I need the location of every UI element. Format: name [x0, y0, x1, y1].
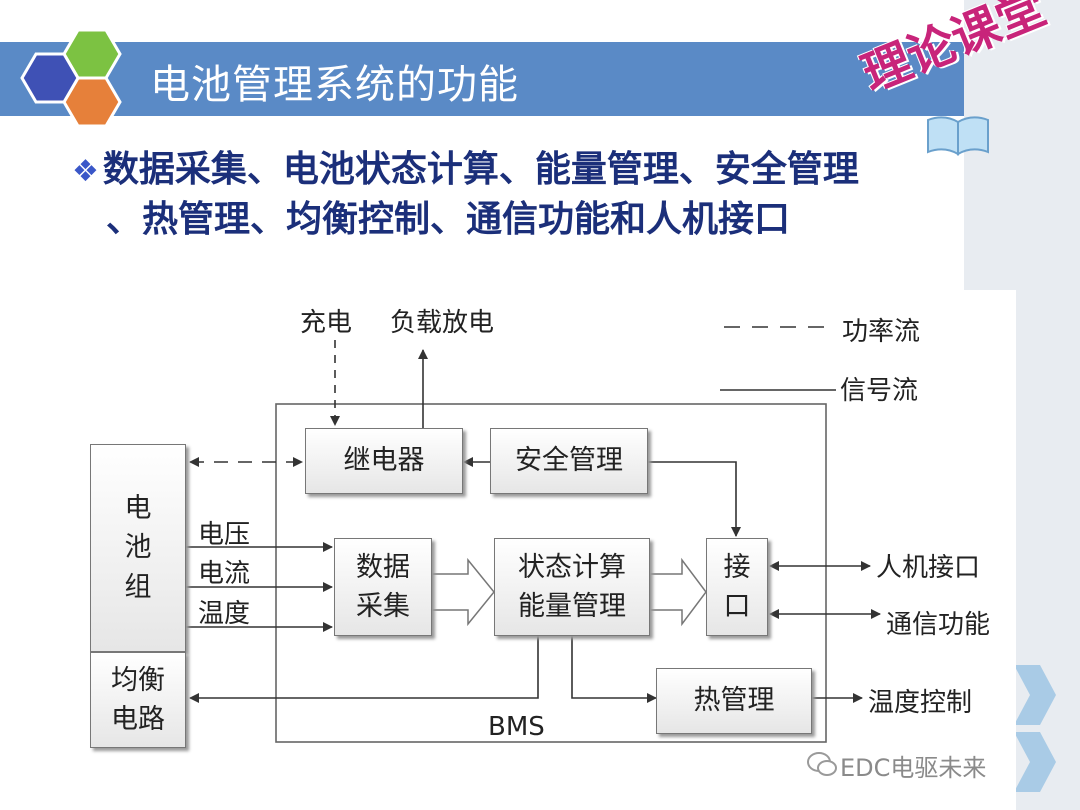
diamond-bullet-icon: ❖ — [72, 154, 99, 189]
load-discharge-label: 负载放电 — [390, 308, 495, 338]
state-calc-block: 状态计算 能量管理 — [494, 538, 650, 636]
temperature-label: 温度 — [198, 599, 251, 629]
temp-control-label: 温度控制 — [868, 688, 973, 718]
relay-block: 继电器 — [305, 428, 463, 494]
book-icon — [927, 116, 989, 156]
thermal-management-block: 热管理 — [656, 668, 812, 734]
watermark-text: EDC电驱未来 — [840, 754, 987, 782]
safety-to-interface-arrow — [648, 461, 741, 537]
hmi-label: 人机接口 — [876, 553, 981, 583]
data-acquisition-block: 数据 采集 — [334, 538, 432, 636]
state-flow-block-arrow — [649, 557, 707, 627]
balance-control-arrow — [189, 636, 539, 703]
chevron-right-icon — [1014, 665, 1056, 725]
current-label: 电流 — [198, 559, 251, 589]
bullet-text-1: 数据采集、电池状态计算、能量管理、安全管理 — [102, 149, 859, 190]
communication-label: 通信功能 — [886, 610, 991, 640]
title-bar — [0, 42, 964, 116]
charge-label: 充电 — [300, 308, 353, 338]
battery-pack-block: 电 池 组 — [90, 444, 186, 652]
chevron-decoration — [1014, 665, 1056, 792]
hexagon-logo — [20, 28, 122, 128]
thermal-control-arrow — [571, 636, 657, 703]
bms-label: BMS — [488, 712, 545, 742]
signal-flow-label: 信号流 — [840, 376, 919, 406]
slide-title: 电池管理系统的功能 — [150, 62, 519, 108]
bullet-line-1: ❖数据采集、电池状态计算、能量管理、安全管理 — [72, 140, 859, 192]
data-flow-block-arrow — [431, 557, 495, 627]
safety-management-block: 安全管理 — [490, 428, 648, 494]
voltage-label: 电压 — [198, 520, 251, 550]
bullet-line-2: 、热管理、均衡控制、通信功能和人机接口 — [106, 199, 791, 240]
balance-circuit-block: 均衡 电路 — [90, 652, 186, 748]
blue-hexagon-icon — [20, 52, 80, 104]
chevron-right-icon — [1014, 732, 1056, 792]
wechat-icon — [807, 752, 837, 776]
interface-block: 接 口 — [706, 538, 768, 636]
bms-container — [275, 403, 827, 743]
power-flow-label: 功率流 — [842, 317, 921, 347]
